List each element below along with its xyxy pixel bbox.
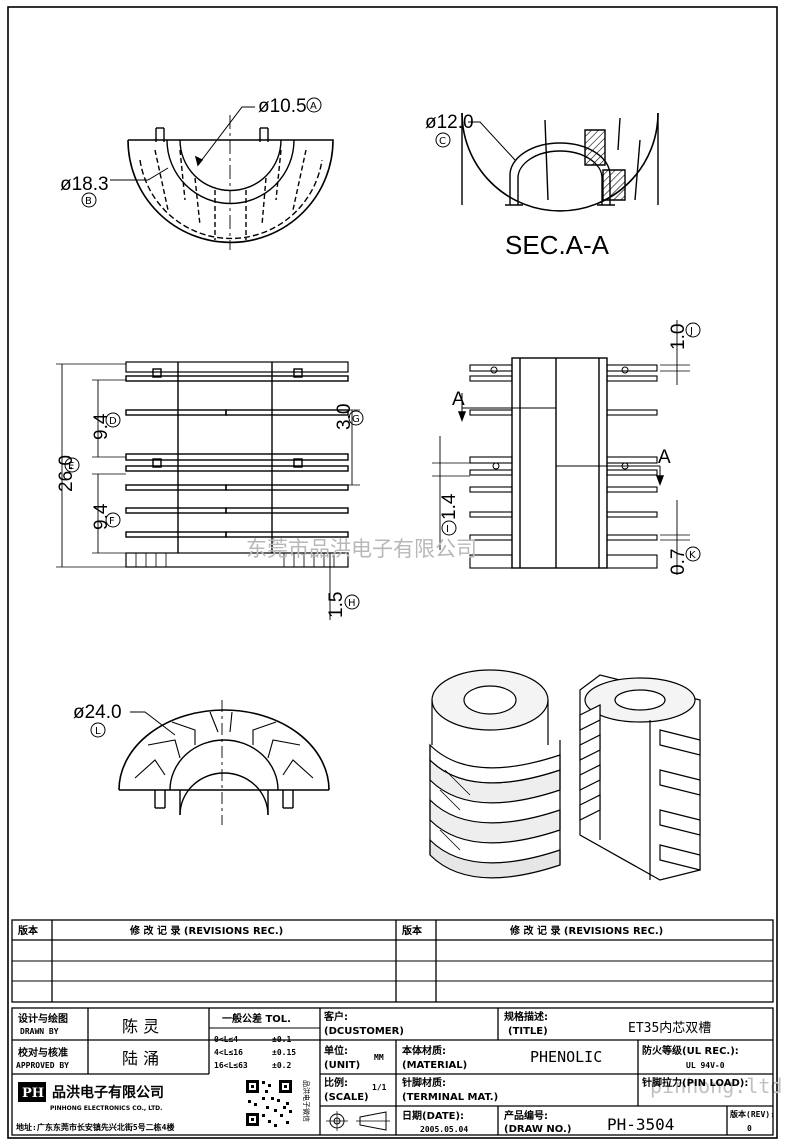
front-slot: 3.0 — [334, 404, 355, 430]
spec-en: (TITLE) — [508, 1026, 548, 1037]
rev-col-version: 版本 — [18, 924, 39, 937]
material-en: (MATERIAL) — [402, 1060, 467, 1071]
customer-en: (DCUSTOMER) — [324, 1026, 404, 1037]
rev-label: 版本(REV): — [729, 1109, 775, 1119]
top-view: ø10.5 A ø18.3 B — [60, 96, 334, 250]
sheet-border — [7, 6, 778, 1139]
front-view: 26.0 E 9.4 D 9.4 F 3.0 G 1.5 H — [56, 361, 364, 620]
watermark-center: 东莞市品洪电子有限公司 — [246, 537, 477, 561]
projection-symbol — [326, 1111, 390, 1131]
tolerance-title: 一般公差 TOL. — [222, 1012, 291, 1025]
front-base: 1.5 — [326, 592, 347, 618]
pin-mat-label: 针脚材质: — [402, 1076, 446, 1089]
checked-label-cn: 校对与核准 — [18, 1046, 68, 1059]
checked-value: 陆 涌 — [122, 1049, 159, 1068]
rev-col-record: 修 改 记 录 (REVISIONS REC.) — [129, 924, 283, 937]
rev-col-version-2: 版本 — [402, 924, 423, 937]
material-label: 本体材质: — [402, 1044, 446, 1057]
tag-c: C — [439, 136, 446, 147]
tag-b: B — [85, 196, 92, 207]
side-section-mark-left: A — [452, 389, 465, 410]
tag-a: A — [310, 101, 317, 112]
qr-caption: 品洪电子微信 — [302, 1080, 311, 1122]
tag-h: H — [348, 598, 356, 609]
rev-value: 0 — [747, 1124, 752, 1133]
isometric-views — [429, 669, 701, 881]
unit-label: 单位: — [324, 1044, 348, 1057]
fire-label: 防火等级(UL REC.): — [642, 1044, 739, 1057]
spec-label: 规格描述: — [504, 1010, 548, 1023]
date-value: 2005.05.04 — [420, 1125, 468, 1134]
unit-en: (UNIT) — [324, 1060, 360, 1071]
rev-col-record-2: 修 改 记 录 (REVISIONS REC.) — [509, 924, 663, 937]
front-height: 26.0 — [56, 455, 77, 492]
tol-range-1: 0<L≤4 — [214, 1035, 238, 1044]
section-dia: ø12.0 — [425, 112, 474, 133]
title-block: 设计与绘图 DRAWN BY 陈 灵 校对与核准 APPROVED BY 陆 涌… — [11, 1007, 775, 1136]
tol-range-3: 16<L≤63 — [214, 1061, 248, 1070]
scale-value: 1/1 — [372, 1083, 387, 1092]
fire-value: UL 94V-0 — [686, 1061, 725, 1070]
designed-label-en: DRAWN BY — [20, 1027, 59, 1036]
pin-mat-en: (TERMINAL MAT.) — [402, 1092, 498, 1103]
spec-value: ET35内芯双槽 — [628, 1020, 711, 1036]
tag-l: L — [95, 726, 101, 737]
side-view: A A 1.4 I 1.0 J 0.7 K — [432, 320, 701, 575]
checked-label-en: APPROVED BY — [16, 1061, 69, 1070]
top-inner-dia: ø10.5 — [258, 96, 307, 117]
tag-k: K — [689, 550, 696, 561]
top-outer-dia: ø18.3 — [60, 174, 109, 195]
side-bottom: 0.7 — [668, 549, 689, 575]
scale-label: 比例: — [324, 1076, 348, 1089]
section-view: ø12.0 C SEC.A-A — [425, 112, 659, 260]
bottom-view: ø24.0 L — [73, 700, 330, 825]
tol-value-1: ±0.1 — [272, 1035, 291, 1044]
pin-load-label: 针脚拉力(PIN LOAD): — [642, 1076, 748, 1089]
tag-f: F — [109, 516, 115, 527]
watermark-right: pinhong.ltd — [650, 1074, 782, 1098]
revisions-table: 版本 修 改 记 录 (REVISIONS REC.) 版本 修 改 记 录 (… — [11, 919, 774, 1003]
tag-g: G — [352, 414, 360, 425]
tol-value-2: ±0.15 — [272, 1048, 296, 1057]
tol-range-2: 4<L≤16 — [214, 1048, 243, 1057]
company-logo: PH — [18, 1082, 46, 1102]
company-en: PINHONG ELECTRONICS CO., LTD. — [50, 1105, 162, 1112]
tag-j: J — [689, 326, 693, 337]
customer-label: 客户: — [323, 1010, 348, 1023]
drawno-value: PH-3504 — [607, 1115, 674, 1134]
side-pin: 1.4 — [439, 493, 460, 520]
designed-label-cn: 设计与绘图 — [18, 1012, 68, 1025]
scale-en: (SCALE) — [324, 1092, 369, 1103]
drawno-label: 产品编号: — [504, 1109, 548, 1122]
tag-e: E — [68, 461, 74, 472]
bottom-dia: ø24.0 — [73, 702, 122, 723]
front-pitch-top: 9.4 — [91, 413, 112, 440]
designed-value: 陈 灵 — [122, 1017, 159, 1036]
tag-i: I — [446, 524, 449, 535]
company-logo-text: PH — [22, 1086, 44, 1101]
unit-value: MM — [374, 1053, 384, 1062]
company-cn: 品洪电子有限公司 — [52, 1084, 164, 1101]
tag-d: D — [109, 416, 117, 427]
side-section-mark-right: A — [658, 447, 671, 468]
date-label: 日期(DATE): — [402, 1109, 464, 1122]
drawno-en: (DRAW NO.) — [504, 1124, 571, 1135]
qr-code — [244, 1078, 294, 1128]
company-address: 地址:广东东莞市长安镇先兴北街5号二栋4楼 — [16, 1122, 174, 1132]
side-top: 1.0 — [668, 324, 689, 350]
section-caption: SEC.A-A — [505, 230, 610, 260]
material-value: PHENOLIC — [530, 1048, 602, 1066]
tol-value-3: ±0.2 — [272, 1061, 291, 1070]
